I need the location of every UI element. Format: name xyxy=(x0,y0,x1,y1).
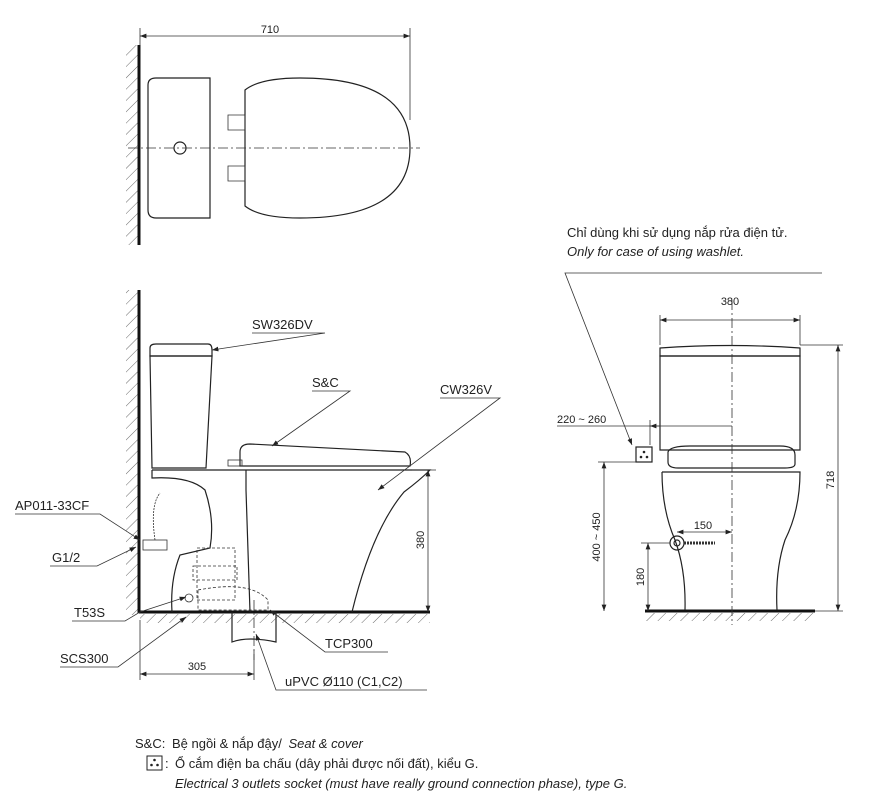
legend-sc-en: Seat & cover xyxy=(288,736,363,751)
label-sc: S&C xyxy=(312,375,339,390)
legend: S&C: Bệ ngồi & nắp đậy/ Seat & cover : Ổ… xyxy=(135,736,627,791)
legend-sc-prefix: S&C: xyxy=(135,736,165,751)
dim-socket-offset: 220 ~ 260 xyxy=(557,414,606,426)
dim-valve-offset: 150 xyxy=(694,520,712,532)
seat-side xyxy=(239,443,412,467)
label-upvc: uPVC Ø110 (C1,C2) xyxy=(285,674,403,689)
washlet-note-en: Only for case of using washlet. xyxy=(567,244,744,259)
angle-valve xyxy=(142,539,168,551)
seat-front xyxy=(667,445,796,469)
tank-side xyxy=(149,355,213,469)
bowl-lid-top xyxy=(244,77,411,219)
label-cw326v: CW326V xyxy=(440,382,492,397)
washlet-note-vi: Chỉ dùng khi sử dụng nắp rửa điện tử. xyxy=(567,225,788,240)
dim-offset-side: 305 xyxy=(188,661,206,673)
label-g12: G1/2 xyxy=(52,550,80,565)
dim-valve-height: 180 xyxy=(635,568,647,586)
front-view: Chỉ dùng khi sử dụng nắp rửa điện tử. On… xyxy=(557,225,843,625)
dim-height-front: 718 xyxy=(825,471,837,489)
hinges xyxy=(227,114,246,182)
tank-lid-side xyxy=(149,343,213,357)
label-ap011: AP011-33CF xyxy=(15,498,89,513)
tank-front xyxy=(659,355,801,451)
bowl-side xyxy=(152,469,432,613)
legend-socket-vi: Ổ cắm điện ba chấu (dây phải được nối đấ… xyxy=(175,756,478,771)
legend-socket-icon xyxy=(146,755,163,771)
valve-front xyxy=(669,535,685,551)
label-scs300: SCS300 xyxy=(60,651,108,666)
socket-icon xyxy=(635,446,653,463)
dim-height-side: 380 xyxy=(415,531,427,549)
label-sw326dv: SW326DV xyxy=(252,317,313,332)
bowl-front xyxy=(662,471,801,611)
top-view: 710 xyxy=(126,24,420,245)
label-t53s: T53S xyxy=(74,605,105,620)
side-view: 380 305 SW326DV S&C CW326V AP011-33CF G1… xyxy=(15,290,502,691)
label-tcp300: TCP300 xyxy=(325,636,373,651)
tank-top xyxy=(147,77,211,219)
wall-hatch xyxy=(126,45,138,245)
legend-sc-vi: Bệ ngồi & nắp đậy/ xyxy=(172,736,282,751)
dim-socket-height: 400 ~ 450 xyxy=(591,512,603,561)
tank-lid-front xyxy=(659,344,801,357)
legend-socket-en: Electrical 3 outlets socket (must have r… xyxy=(175,776,627,791)
legend-sc: S&C: Bệ ngồi & nắp đậy/ Seat & cover xyxy=(135,736,364,751)
dim-width-top: 710 xyxy=(261,24,279,36)
wall-hatch-side xyxy=(126,290,138,615)
dim-width-front: 380 xyxy=(721,296,739,308)
legend-socket-prefix: : xyxy=(165,756,169,771)
